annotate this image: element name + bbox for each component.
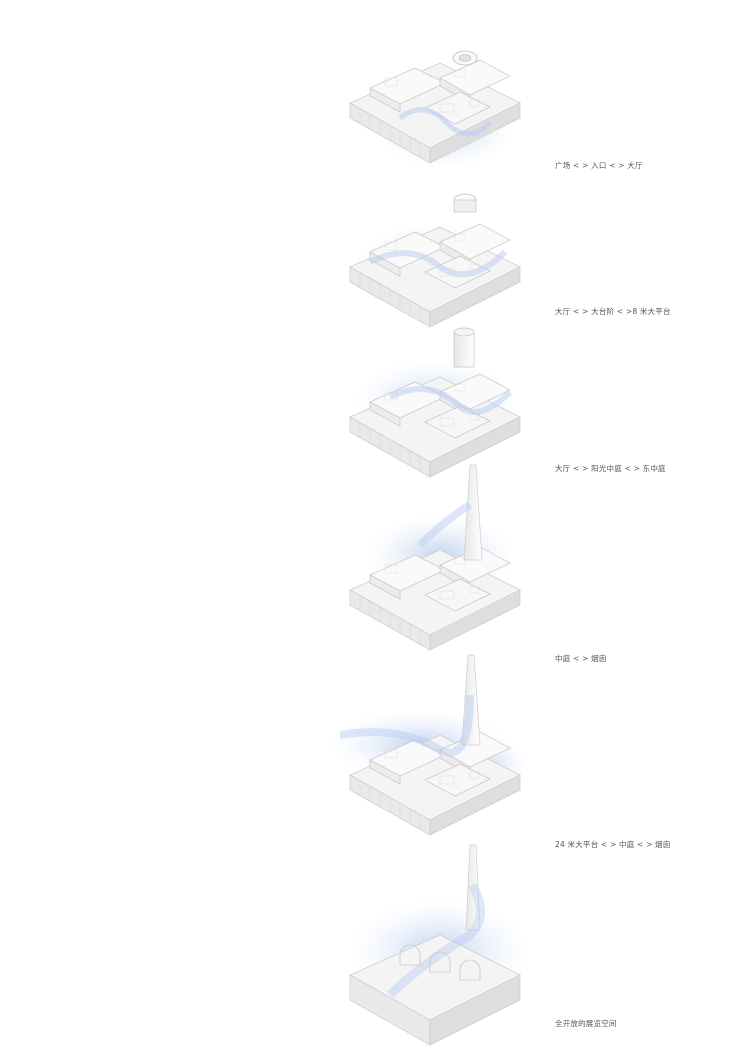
caption-5: 24 米大平台 < > 中庭 < > 烟囱 [555,840,671,849]
diagram-panel-4 [330,464,530,651]
caption-1: 广场 < > 入口 < > 大厅 [555,161,643,170]
diagram-panel-1 [330,8,530,188]
building-axonometric-1 [349,50,521,168]
building-axonometric-3 [349,327,521,478]
diagram-panel-5 [330,654,530,836]
diagram-panel-2 [330,172,530,352]
building-axonometric-5 [330,654,530,836]
building-axonometric-2 [349,193,521,328]
caption-6: 全开放的展览空间 [555,1019,617,1028]
diagram-panel-3 [330,322,530,502]
caption-4: 中庭 < > 烟囱 [555,654,607,663]
building-axonometric-6 [349,844,530,1046]
caption-3: 大厅 < > 阳光中庭 < > 东中庭 [555,464,666,473]
caption-2: 大厅 < > 大台阶 < >8 米大平台 [555,307,671,316]
building-axonometric-4 [349,464,521,651]
diagram-panel-6 [330,844,530,1046]
